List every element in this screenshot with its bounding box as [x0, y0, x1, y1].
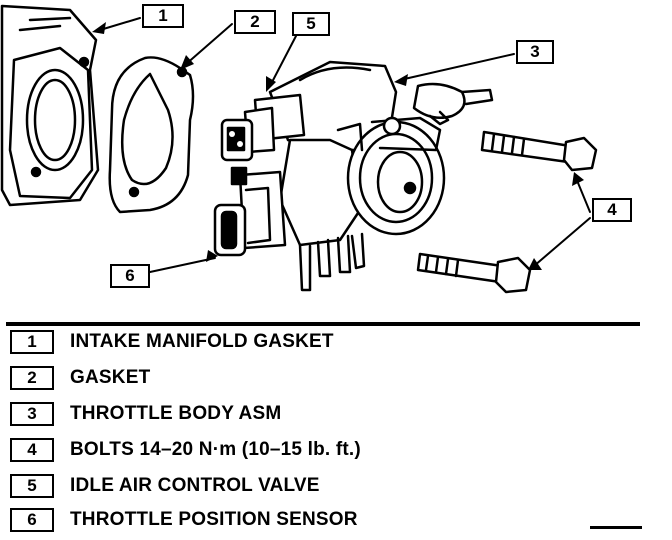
throttle-body-drawing: [213, 60, 494, 292]
legend-row: 3 THROTTLE BODY ASM: [10, 402, 530, 428]
legend-label: GASKET: [70, 367, 151, 388]
legend-label: THROTTLE POSITION SENSOR: [70, 509, 358, 530]
intake-manifold-drawing: [0, 4, 100, 207]
legend-row: 5 IDLE AIR CONTROL VALVE: [10, 474, 530, 500]
legend-number: 2: [10, 366, 54, 390]
legend-number: 6: [10, 508, 54, 532]
callout-1: 1: [142, 4, 184, 28]
callout-6: 6: [110, 264, 150, 288]
callout-2: 2: [234, 10, 276, 34]
throttle-body-exploded-diagram: [0, 4, 598, 294]
legend-number: 3: [10, 402, 54, 426]
bolts-drawing: [416, 130, 598, 294]
legend-label: THROTTLE BODY ASM: [70, 403, 282, 424]
legend-row: 6 THROTTLE POSITION SENSOR: [10, 508, 530, 534]
gasket-drawing: [108, 56, 195, 214]
corner-mark: [590, 526, 642, 529]
divider-rule: [6, 322, 640, 326]
legend-number: 5: [10, 474, 54, 498]
callout-3: 3: [516, 40, 554, 64]
legend-row: 1 INTAKE MANIFOLD GASKET: [10, 330, 530, 356]
leader-lines: [99, 17, 591, 273]
legend-label: BOLTS 14–20 N·m (10–15 lb. ft.): [70, 439, 361, 460]
callout-4: 4: [592, 198, 632, 222]
legend-number: 4: [10, 438, 54, 462]
callout-5: 5: [292, 12, 330, 36]
legend-label: IDLE AIR CONTROL VALVE: [70, 475, 320, 496]
legend-label: INTAKE MANIFOLD GASKET: [70, 331, 334, 352]
legend-number: 1: [10, 330, 54, 354]
legend-row: 2 GASKET: [10, 366, 530, 392]
legend-row: 4 BOLTS 14–20 N·m (10–15 lb. ft.): [10, 438, 530, 464]
